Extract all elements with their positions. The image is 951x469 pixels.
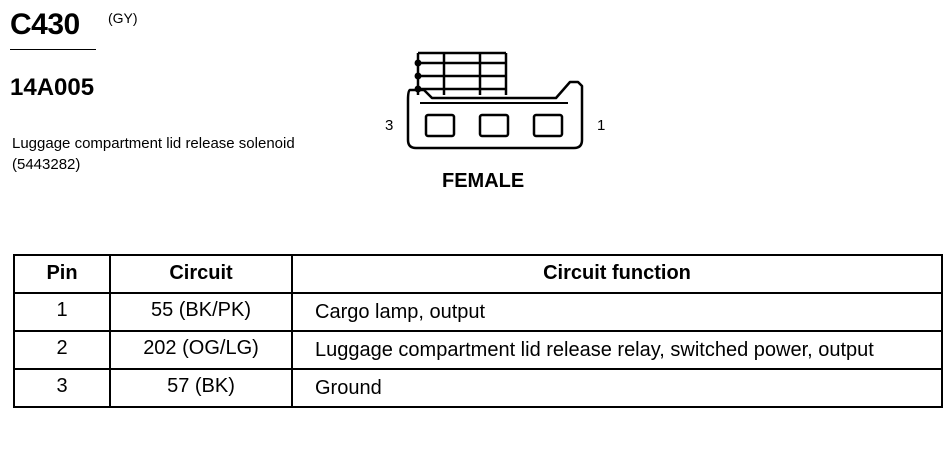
cell-circuit: 55 (BK/PK) <box>109 292 293 332</box>
connector-color: (GY) <box>108 10 138 26</box>
cell-function: Cargo lamp, output <box>291 292 943 332</box>
cell-circuit: 202 (OG/LG) <box>109 330 293 370</box>
header-pin: Pin <box>13 254 111 294</box>
header-function: Circuit function <box>291 254 943 294</box>
cell-circuit: 57 (BK) <box>109 368 293 408</box>
connector-gender: FEMALE <box>442 170 525 192</box>
connector-description: Luggage compartment lid release solenoid… <box>12 135 295 173</box>
pinout-table: Pin Circuit Circuit function 1 55 (BK/PK… <box>13 254 943 408</box>
terminal-cavity-1 <box>532 113 564 138</box>
terminal-cavity-2 <box>478 113 510 138</box>
connector-id: C430 <box>10 8 80 41</box>
table-row: 3 57 (BK) Ground <box>13 368 943 408</box>
table-row: 1 55 (BK/PK) Cargo lamp, output <box>13 292 943 332</box>
cell-function: Luggage compartment lid release relay, s… <box>291 330 943 370</box>
cell-pin: 3 <box>13 368 111 408</box>
cell-pin: 2 <box>13 330 111 370</box>
table-header-row: Pin Circuit Circuit function <box>13 254 943 294</box>
connector-housing <box>406 80 584 150</box>
title-underline <box>10 49 96 50</box>
cell-pin: 1 <box>13 292 111 332</box>
part-number: 14A005 <box>10 74 95 101</box>
header-circuit: Circuit <box>109 254 293 294</box>
terminal-cavity-3 <box>424 113 456 138</box>
wire-grid <box>414 51 508 95</box>
table-row: 2 202 (OG/LG) Luggage compartment lid re… <box>13 330 943 370</box>
cell-function: Ground <box>291 368 943 408</box>
pin-label-right: 1 <box>597 117 606 134</box>
pin-label-left: 3 <box>385 117 394 134</box>
connector-face-diagram <box>406 51 584 150</box>
